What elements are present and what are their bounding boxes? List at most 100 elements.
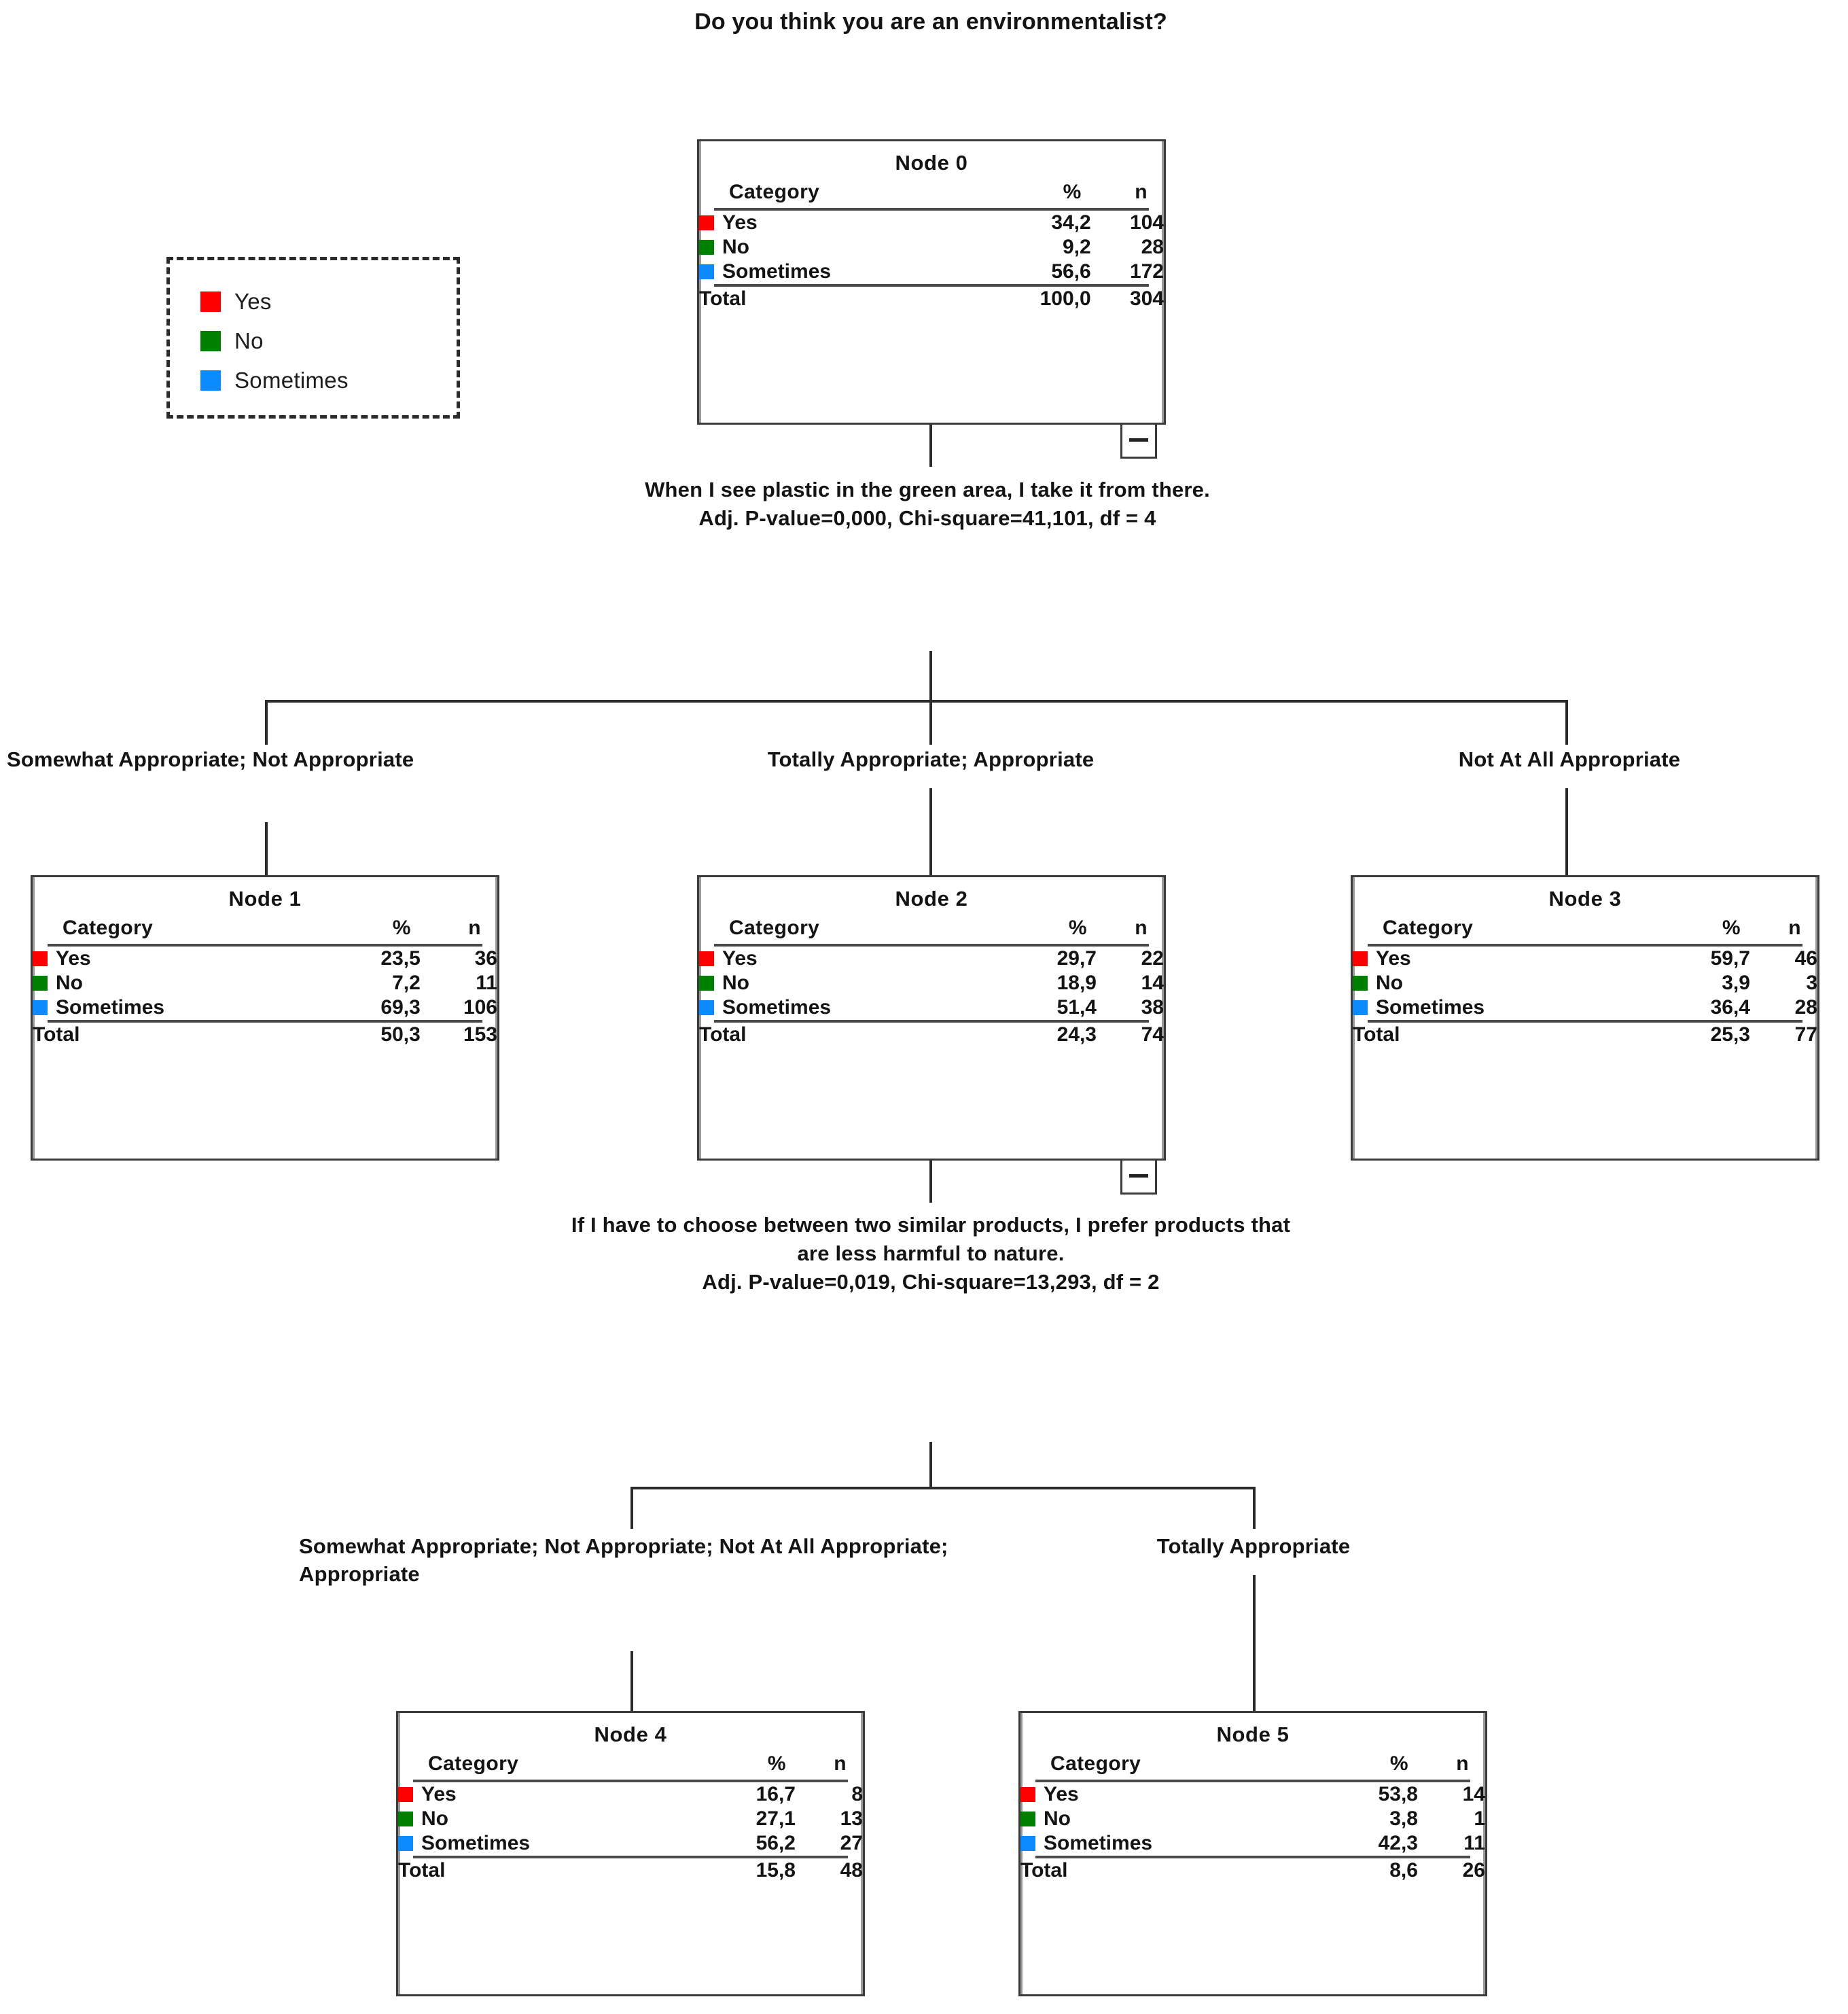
row-n-yes: 8 [851,1783,863,1805]
header-n: n [834,1752,847,1775]
node-0[interactable]: Node 0 Category % n Yes 34,2 104 No 9,2 … [697,139,1166,425]
table-row-total: Total 8,6 26 [1020,1858,1485,1883]
node-2-title: Node 2 [895,887,968,911]
node-2-collapse-button[interactable] [1120,1161,1157,1195]
split-1-text: When I see plastic in the green area, I … [645,478,1210,530]
header-category: Category [1050,1752,1141,1775]
node-1[interactable]: Node 1 Category % n Yes 23,5 36 No 7,2 1… [31,875,499,1161]
row-percent-yes: 53,8 [1378,1783,1418,1805]
label-yes: Yes [1376,947,1411,970]
node-0-table: Category % n Yes 34,2 104 No 9,2 28 Some… [699,179,1164,311]
label-yes: Yes [722,211,758,234]
row-category-sometimes: Sometimes [699,995,1005,1020]
table-row: Sometimes 42,3 11 [1020,1831,1485,1856]
legend-label-yes: Yes [234,289,272,314]
node-0-title: Node 0 [895,151,968,175]
table-row: Yes 16,7 8 [398,1782,863,1807]
total-divider [33,1020,497,1023]
table-row-total: Total 25,3 77 [1353,1023,1817,1047]
node-3[interactable]: Node 3 Category % n Yes 59,7 46 No 3,9 3… [1351,875,1819,1161]
swatch-no-icon [699,240,714,255]
connector-node3-stem [1565,788,1568,877]
swatch-yes-icon [699,215,714,230]
row-total-percent: 100,0 [1040,287,1091,310]
row-category-no: No [699,235,982,260]
swatch-no-icon [1353,976,1368,991]
node-0-collapse-button[interactable] [1120,425,1157,459]
label-sometimes: Sometimes [722,996,832,1019]
row-percent-no: 18,9 [1056,972,1097,994]
row-total-label: Total [1353,1023,1400,1046]
legend-list: Yes No Sometimes [200,282,349,400]
total-divider [398,1856,863,1858]
header-percent: % [1068,917,1087,939]
table-row: Sometimes 51,4 38 [699,995,1164,1020]
row-category-yes: Yes [1353,947,1658,971]
connector-node4-stem [630,1651,633,1712]
legend-label-sometimes: Sometimes [234,368,349,393]
row-total-n: 304 [1129,287,1164,310]
row-n-yes: 104 [1129,211,1164,234]
node-5[interactable]: Node 5 Category % n Yes 53,8 14 No 3,8 1… [1018,1711,1487,1996]
row-n-no: 13 [840,1807,863,1830]
header-divider [699,944,1164,947]
label-no: No [722,236,749,258]
connector-branch1-down [265,700,268,745]
row-n-no: 28 [1141,236,1164,258]
table-header-row: Category % n [33,915,497,944]
header-category: Category [1383,917,1474,939]
row-n-no: 1 [1474,1807,1485,1830]
table-header-row: Category % n [1353,915,1817,944]
header-category: Category [729,917,820,939]
connector-branch2-down [929,700,932,745]
row-category-yes: Yes [699,211,982,235]
connector-node2-down [929,1161,932,1203]
header-n: n [1788,917,1801,939]
table-row: No 3,9 3 [1353,971,1817,995]
label-sometimes: Sometimes [421,1832,531,1854]
row-n-sometimes: 28 [1794,996,1817,1019]
row-category-sometimes: Sometimes [1353,995,1658,1020]
row-n-yes: 46 [1794,947,1817,970]
label-no: No [1376,972,1403,994]
header-n: n [1456,1752,1469,1775]
table-row-total: Total 24,3 74 [699,1023,1164,1047]
connector-split1-bar [265,700,1568,703]
table-row: Sometimes 36,4 28 [1353,995,1817,1020]
swatch-yes-icon [699,951,714,966]
node-5-title: Node 5 [1216,1722,1290,1746]
row-total-percent: 15,8 [756,1859,796,1882]
row-percent-sometimes: 42,3 [1378,1832,1418,1854]
table-row-total: Total 15,8 48 [398,1858,863,1883]
total-divider [699,284,1164,287]
node-2[interactable]: Node 2 Category % n Yes 29,7 22 No 18,9 … [697,875,1166,1161]
node-4[interactable]: Node 4 Category % n Yes 16,7 8 No 27,1 1… [396,1711,865,1996]
connector-split1-down [929,651,932,701]
row-n-yes: 22 [1141,947,1164,970]
swatch-yes-icon [398,1787,413,1802]
row-category-no: No [699,971,1005,995]
swatch-no-icon [1020,1812,1035,1826]
row-percent-sometimes: 51,4 [1056,996,1097,1019]
row-category-no: No [398,1807,704,1831]
row-percent-yes: 34,2 [1051,211,1091,234]
total-divider [1353,1020,1817,1023]
row-category-sometimes: Sometimes [1020,1831,1326,1856]
header-percent: % [767,1752,786,1775]
row-total-label: Total [699,287,747,310]
row-total-label: Total [33,1023,80,1046]
header-divider [1353,944,1817,947]
table-row: No 7,2 11 [33,971,497,995]
table-row: Sometimes 56,6 172 [699,260,1164,284]
swatch-yes-icon [33,951,48,966]
row-total-n: 74 [1141,1023,1164,1046]
swatch-no-icon [699,976,714,991]
header-percent: % [1063,181,1082,203]
table-row: Yes 59,7 46 [1353,947,1817,971]
row-percent-yes: 23,5 [380,947,421,970]
connector-split2-bar [630,1487,1256,1489]
row-percent-sometimes: 69,3 [380,996,421,1019]
row-n-no: 11 [476,972,497,994]
row-total-percent: 8,6 [1389,1859,1418,1882]
